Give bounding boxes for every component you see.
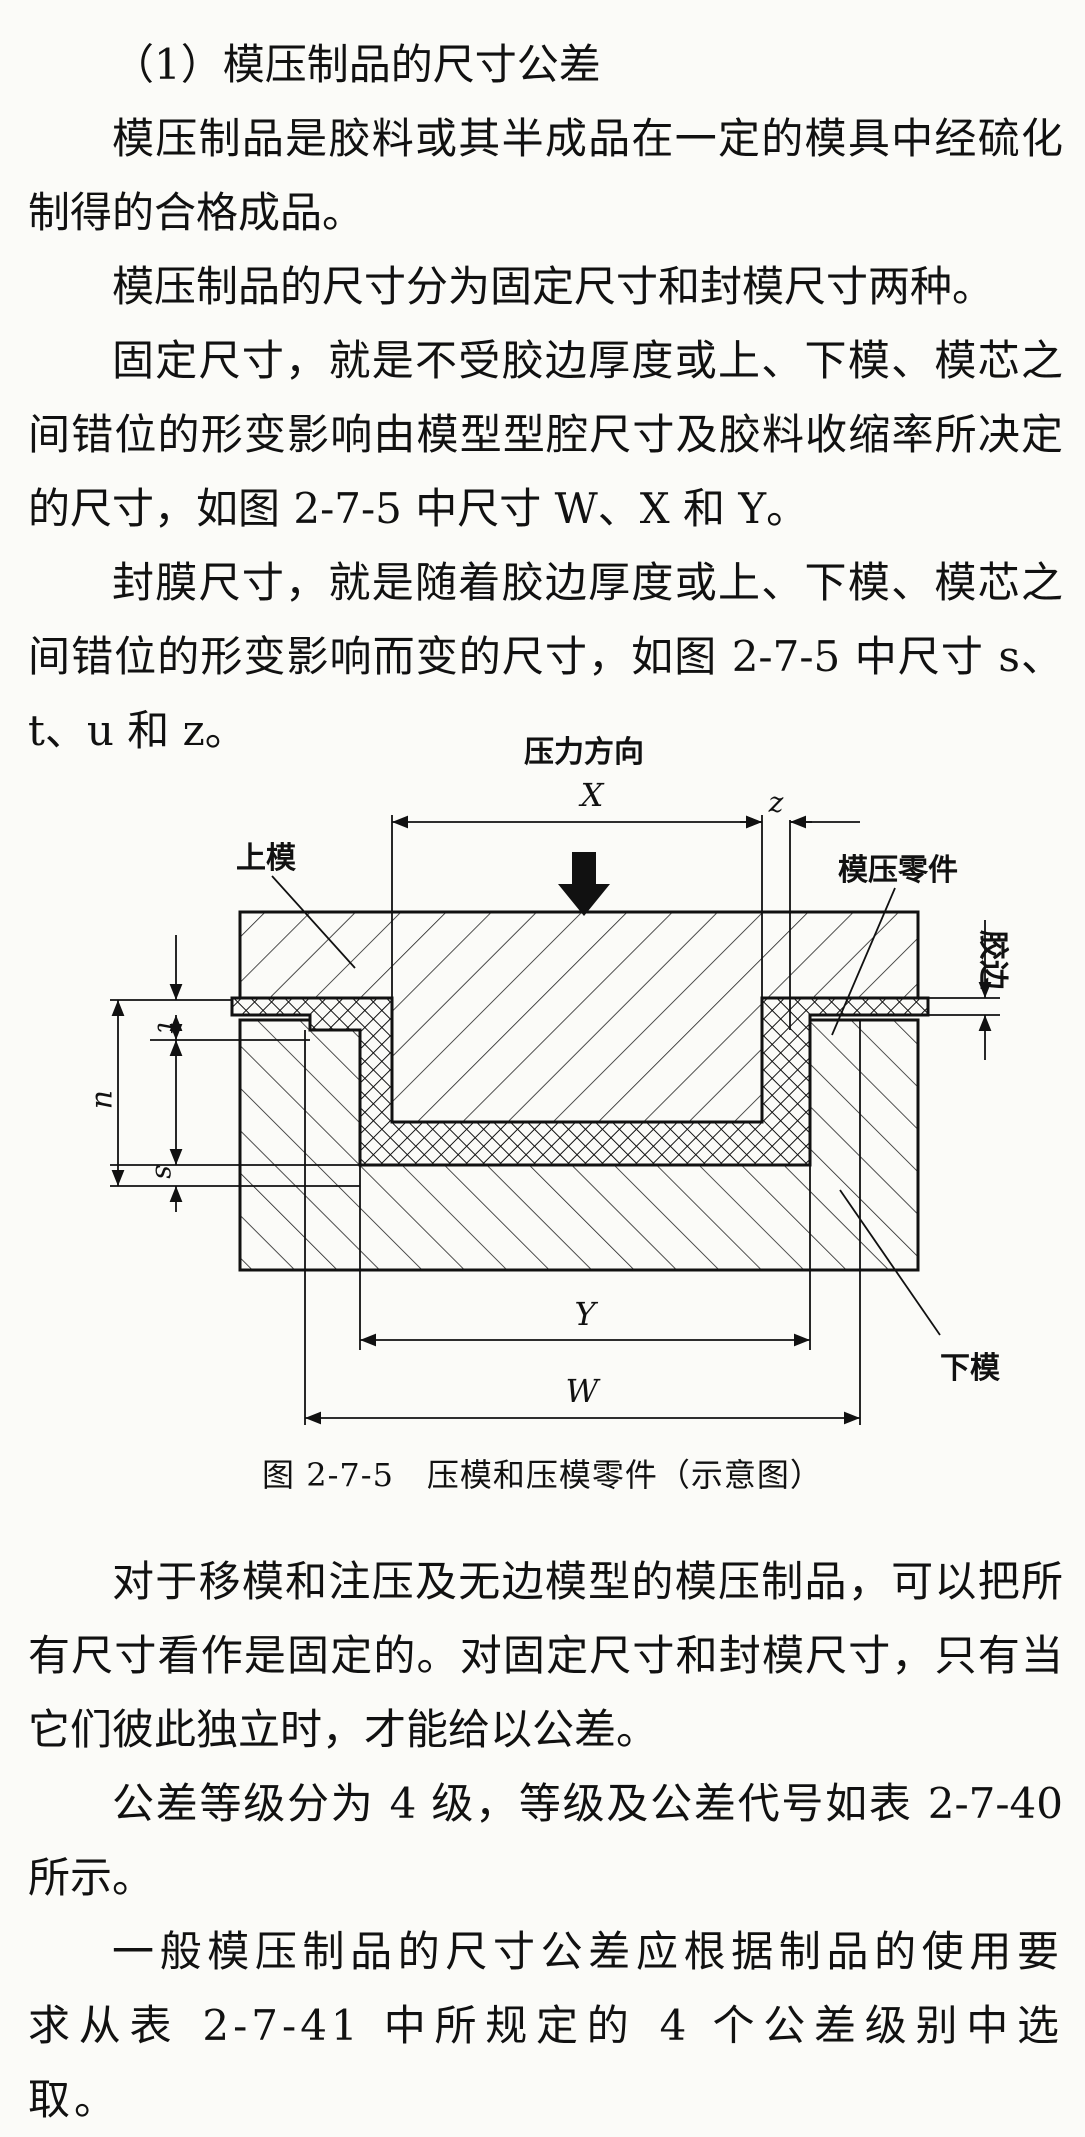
label-upper-mold: 上模 <box>236 841 296 876</box>
section-heading: （1）模压制品的尺寸公差 <box>112 40 601 89</box>
label-molded-part: 模压零件 <box>838 853 958 888</box>
paragraph-fixed-dimension: 固定尺寸，就是不受胶边厚度或上、下模、模芯之间错位的形变影响由模型型腔尺寸及胶料… <box>28 336 1063 533</box>
label-flash: 胶边 <box>975 930 1010 991</box>
paragraph-dimension-types: 模压制品的尺寸分为固定尺寸和封模尺寸两种。 <box>112 262 995 311</box>
paragraph-tolerance-grades: 公差等级分为 4 级，等级及公差代号如表 2-7-40 所示。 <box>28 1779 1063 1902</box>
label-pressure-direction: 压力方向 <box>524 735 644 770</box>
label-dim-z: z <box>768 786 784 819</box>
mold-diagram: 压力方向 X z 上模 模压零件 胶边 <box>88 735 1010 1425</box>
label-dim-u: u <box>88 1090 123 1109</box>
paragraph-transfer-molding: 对于移模和注压及无边模型的模压制品，可以把所有尺寸看作是固定的。对固定尺寸和封模… <box>28 1557 1063 1754</box>
paragraph-definition: 模压制品是胶料或其半成品在一定的模具中经硫化制得的合格成品。 <box>28 114 1063 237</box>
label-dim-y: Y <box>574 1295 598 1333</box>
label-dim-s: s <box>149 1165 182 1179</box>
pressure-arrow-icon <box>558 852 610 916</box>
label-dim-x: X <box>578 776 605 814</box>
label-dim-t: t <box>151 1022 184 1034</box>
paragraph-closure-dimension: 封膜尺寸，就是随着胶边厚度或上、下模、模芯之间错位的形变影响而变的尺寸，如图 2… <box>28 558 1063 755</box>
paragraph-tolerance-selection: 一般模压制品的尺寸公差应根据制品的使用要求从表 2-7-41 中所规定的 4 个… <box>28 1927 1063 2124</box>
figure-caption: 图 2-7-5 压模和压模零件（示意图） <box>262 1456 823 1494</box>
upper-mold-shape <box>238 910 920 1124</box>
label-lower-mold: 下模 <box>940 1351 1000 1386</box>
label-dim-w: W <box>566 1372 602 1410</box>
